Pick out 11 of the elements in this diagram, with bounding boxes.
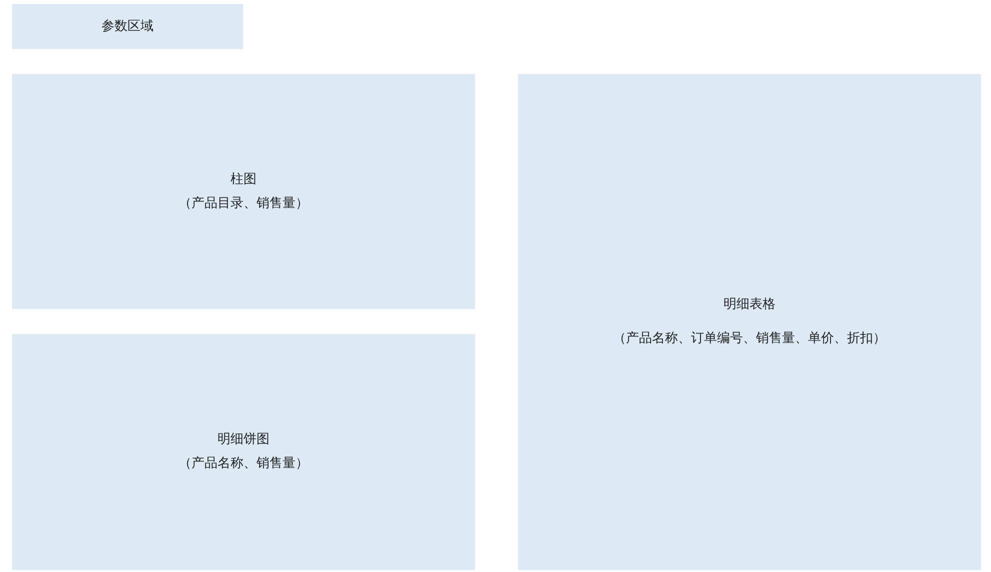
field-list: （产品目录、销售量） xyxy=(178,192,308,216)
field-list: （产品名称、销售量） xyxy=(178,452,308,476)
region-box xyxy=(12,4,243,49)
region-box xyxy=(12,334,475,570)
field-list: （产品名称、订单编号、销售量、单价、折扣） xyxy=(613,327,886,351)
region-box xyxy=(518,74,981,570)
region-box xyxy=(12,74,475,309)
region-title: 柱图 xyxy=(230,170,256,188)
region-title: 参数区域 xyxy=(102,18,154,36)
region-title: 明细饼图 xyxy=(218,431,270,449)
region-title: 明细表格 xyxy=(724,296,776,314)
